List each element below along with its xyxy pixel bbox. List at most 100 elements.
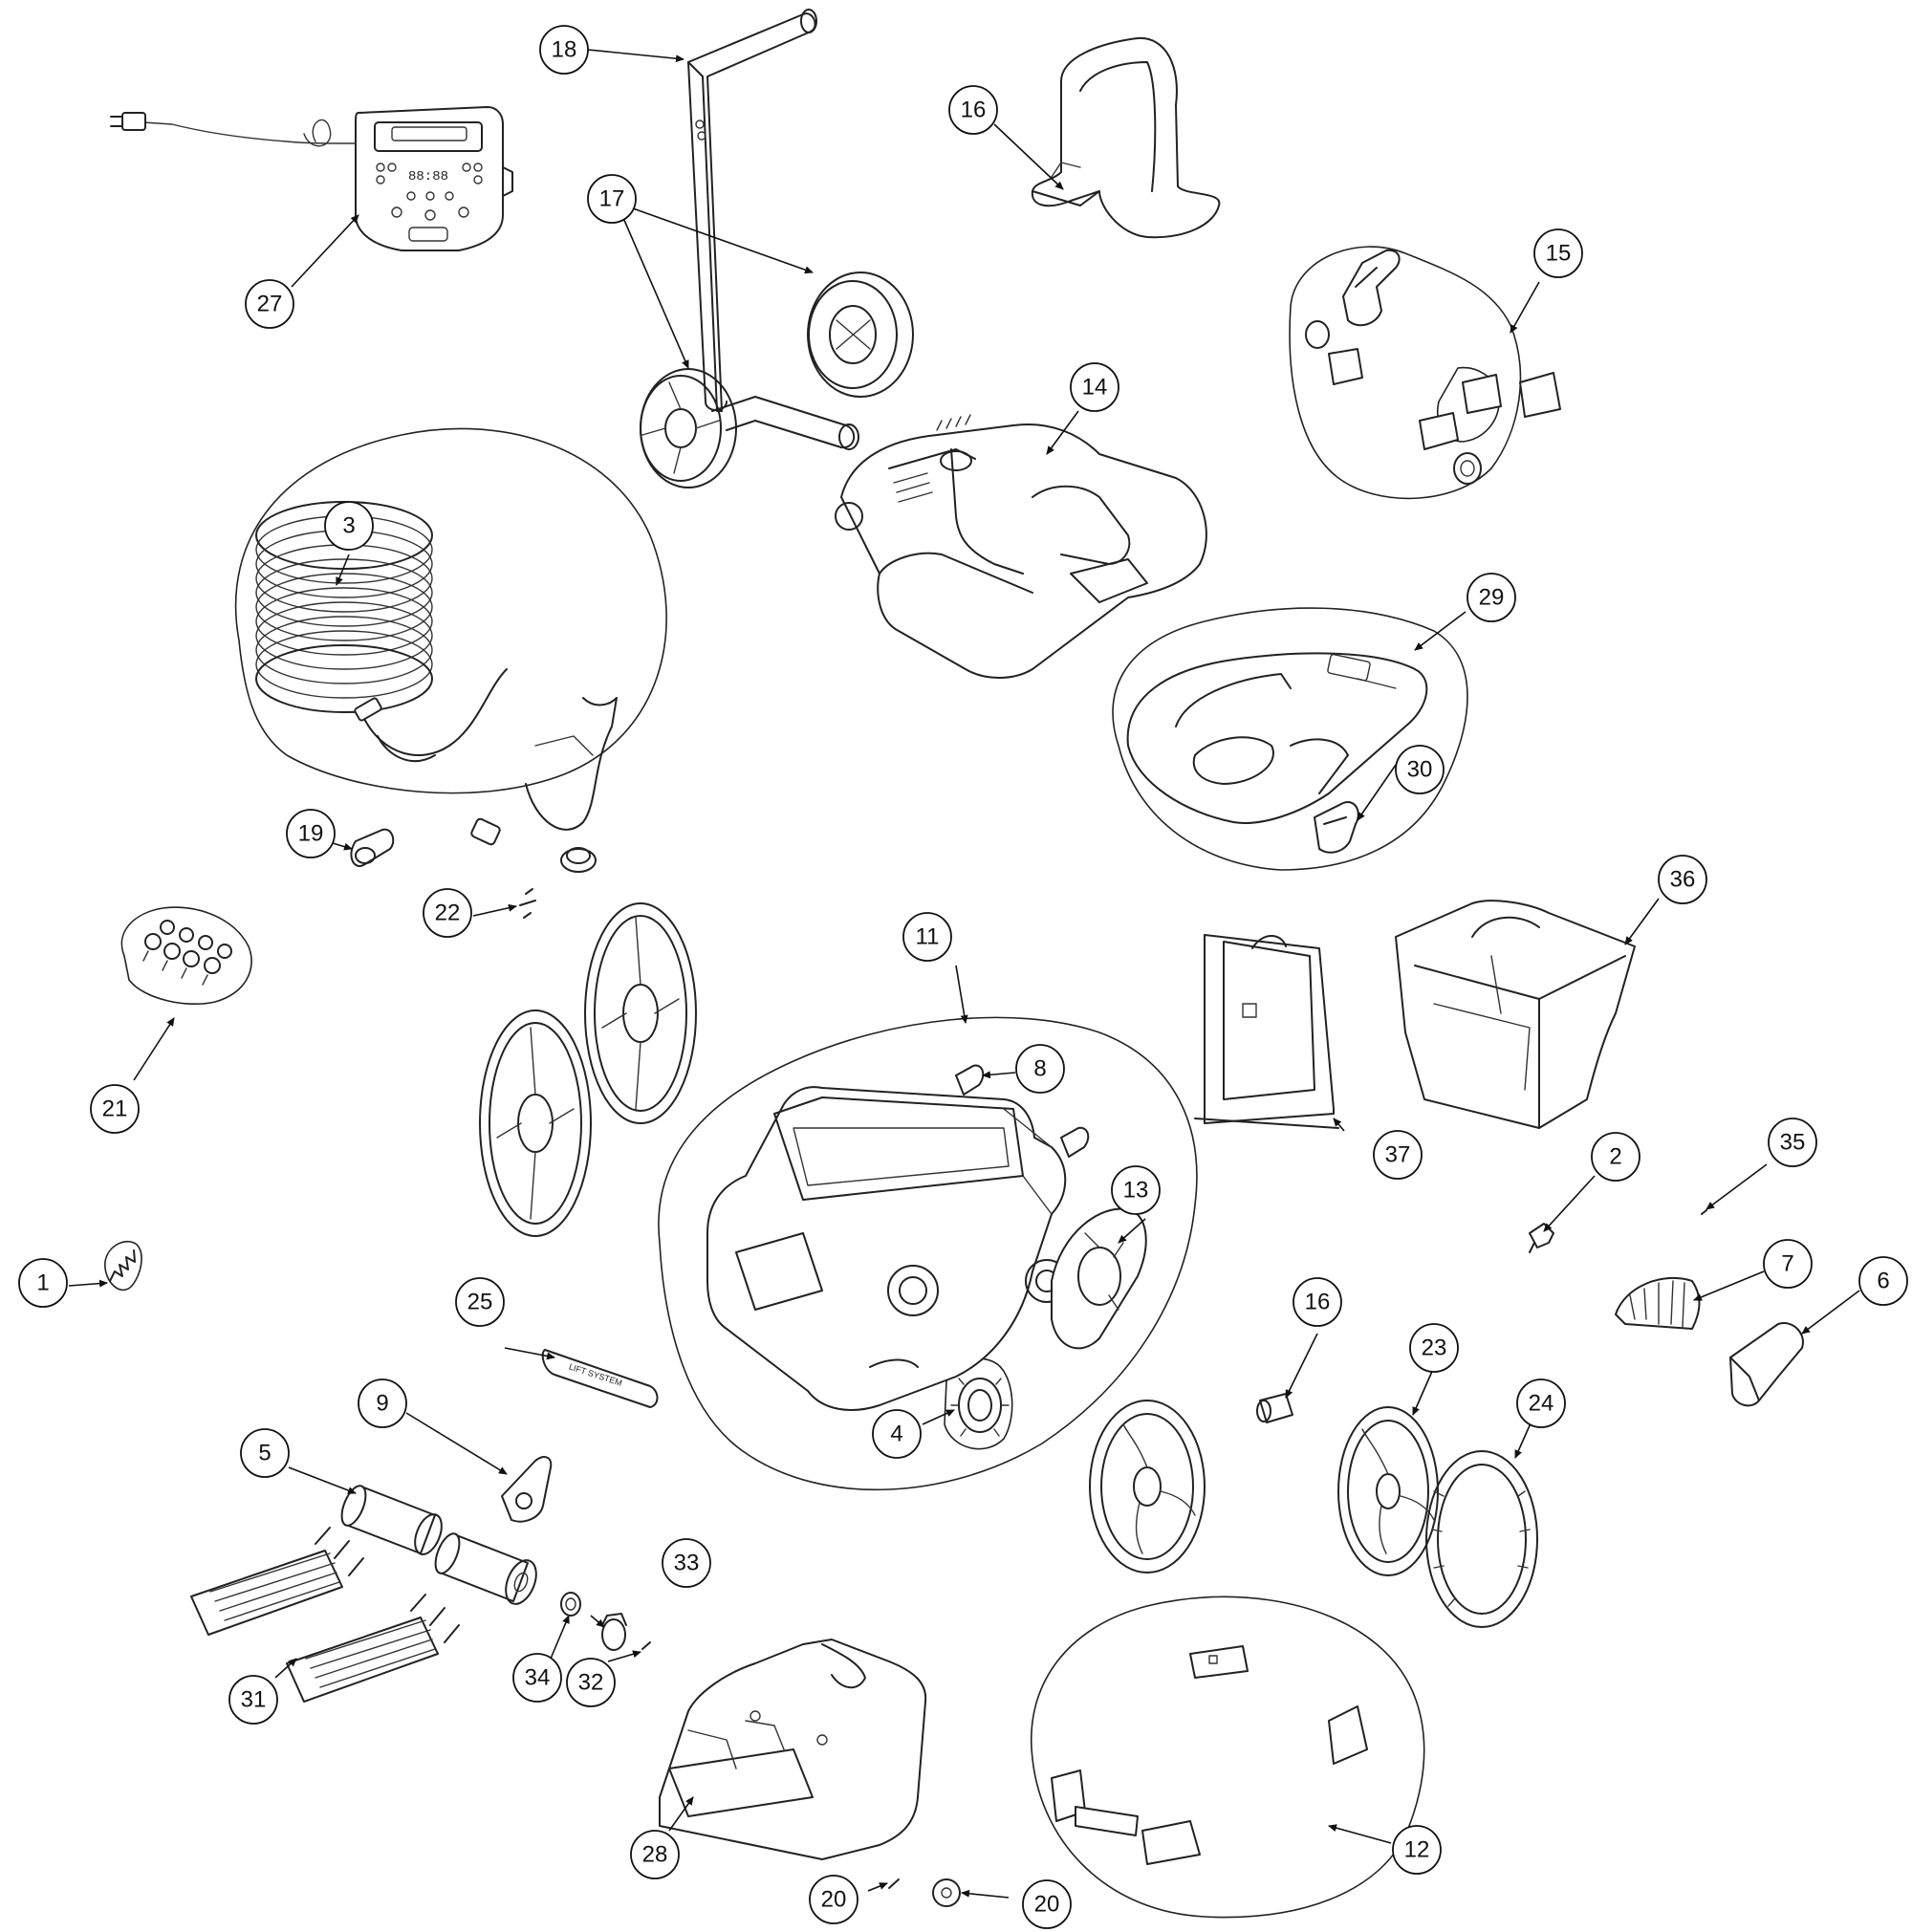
callout-20-gear[interactable]: 20	[1022, 1879, 1072, 1929]
comb-guard	[1615, 1276, 1701, 1330]
brush-roller-2	[434, 1532, 537, 1605]
svg-text:15: 15	[1546, 241, 1572, 267]
callout-21[interactable]: 21	[90, 1084, 140, 1134]
callout-18[interactable]: 18	[539, 25, 589, 75]
svg-text:21: 21	[102, 1096, 128, 1122]
group-outline-29	[1112, 607, 1468, 871]
svg-text:6: 6	[1877, 1269, 1889, 1294]
svg-text:18: 18	[552, 37, 577, 63]
caddy-wheel-right	[807, 271, 914, 398]
svg-text:12: 12	[1404, 1837, 1430, 1863]
power-supply: 88:88	[110, 106, 513, 251]
callout-12[interactable]: 12	[1392, 1825, 1442, 1875]
svg-text:2: 2	[1609, 1144, 1621, 1170]
screws-22	[519, 888, 536, 919]
callout-9[interactable]: 9	[358, 1378, 407, 1428]
callout-33[interactable]: 33	[662, 1538, 711, 1588]
svg-text:16: 16	[961, 98, 987, 123]
callout-4[interactable]: 4	[872, 1409, 922, 1459]
callout-11[interactable]: 11	[902, 912, 952, 962]
svg-text:23: 23	[1422, 1335, 1447, 1361]
callout-3[interactable]: 3	[324, 501, 374, 551]
svg-text:19: 19	[298, 821, 324, 847]
cleaner-top-frame	[835, 414, 1207, 679]
small-gear-20	[932, 1878, 961, 1907]
svg-text:28: 28	[642, 1842, 668, 1868]
handle-bracket	[1031, 36, 1221, 239]
spring	[109, 1249, 136, 1282]
group-outline-11	[658, 1016, 1198, 1491]
callout-7[interactable]: 7	[1763, 1239, 1813, 1289]
callout-23[interactable]: 23	[1409, 1323, 1459, 1373]
bushing-8b	[1060, 1126, 1090, 1158]
svg-text:25: 25	[467, 1290, 493, 1315]
callout-24[interactable]: 24	[1516, 1378, 1566, 1428]
callout-36[interactable]: 36	[1658, 855, 1707, 904]
callout-16-top[interactable]: 16	[948, 85, 998, 135]
small-pin-35	[1701, 1209, 1707, 1215]
callout-15[interactable]: 15	[1533, 228, 1583, 278]
group-outline-3	[234, 427, 667, 794]
callout-35[interactable]: 35	[1768, 1118, 1817, 1167]
callout-30[interactable]: 30	[1395, 745, 1445, 794]
svg-text:32: 32	[578, 1670, 604, 1696]
axle-bushing	[1256, 1393, 1293, 1423]
svg-text:1: 1	[36, 1270, 49, 1296]
svg-text:5: 5	[258, 1441, 271, 1466]
small-pin-20	[888, 1878, 900, 1889]
callout-1[interactable]: 1	[18, 1258, 68, 1308]
filter-frame	[1194, 934, 1339, 1129]
latch-clip	[1529, 1223, 1554, 1253]
svg-text:33: 33	[674, 1551, 700, 1576]
brush-1	[190, 1527, 364, 1636]
floating-cable	[255, 501, 618, 873]
group-outline-15	[1289, 246, 1522, 500]
side-frame	[1051, 1207, 1147, 1350]
callout-16-lower[interactable]: 16	[1293, 1277, 1342, 1327]
wheel-hub-23	[1337, 1406, 1439, 1576]
top-cover	[1126, 652, 1428, 824]
callout-29[interactable]: 29	[1467, 573, 1516, 622]
svg-text:31: 31	[241, 1687, 267, 1713]
svg-text:27: 27	[257, 292, 283, 317]
callout-17[interactable]: 17	[587, 174, 637, 224]
svg-text:13: 13	[1123, 1178, 1149, 1204]
svg-text:14: 14	[1082, 375, 1108, 401]
svg-text:9: 9	[376, 1391, 388, 1417]
callout-20-pin[interactable]: 20	[809, 1875, 858, 1924]
brush-2	[286, 1594, 460, 1703]
group-outline-21	[120, 906, 252, 1005]
callout-22[interactable]: 22	[423, 888, 472, 938]
callout-6[interactable]: 6	[1858, 1256, 1908, 1306]
svg-text:30: 30	[1407, 757, 1433, 783]
callout-8[interactable]: 8	[1015, 1044, 1065, 1094]
svg-text:7: 7	[1781, 1251, 1793, 1277]
callout-25[interactable]: 25	[455, 1277, 505, 1327]
callout-2[interactable]: 2	[1591, 1132, 1640, 1182]
callout-13[interactable]: 13	[1111, 1165, 1161, 1215]
caddy-wheel-left	[640, 368, 737, 488]
callout-5[interactable]: 5	[240, 1428, 290, 1478]
svg-text:20: 20	[1034, 1892, 1060, 1918]
callout-37[interactable]: 37	[1373, 1130, 1423, 1180]
callout-34[interactable]: 34	[512, 1653, 562, 1703]
callout-31[interactable]: 31	[228, 1675, 278, 1725]
callout-14[interactable]: 14	[1070, 362, 1119, 412]
callout-27[interactable]: 27	[245, 279, 294, 329]
callout-19[interactable]: 19	[286, 809, 336, 858]
drive-wheel-front	[1089, 1400, 1206, 1574]
pinion-gear	[601, 1613, 627, 1651]
cover-latch	[1314, 801, 1359, 854]
svg-text:4: 4	[890, 1422, 902, 1447]
callout-28[interactable]: 28	[630, 1830, 680, 1879]
callout-32[interactable]: 32	[566, 1658, 616, 1707]
display-readout: 88:88	[408, 169, 448, 185]
washer	[560, 1592, 581, 1617]
clip-kit	[1305, 249, 1561, 485]
motor-block	[659, 1639, 927, 1860]
track-wheel-left-2	[584, 902, 697, 1124]
svg-text:24: 24	[1529, 1391, 1554, 1417]
svg-text:11: 11	[916, 924, 940, 950]
cable-clips	[142, 920, 232, 986]
